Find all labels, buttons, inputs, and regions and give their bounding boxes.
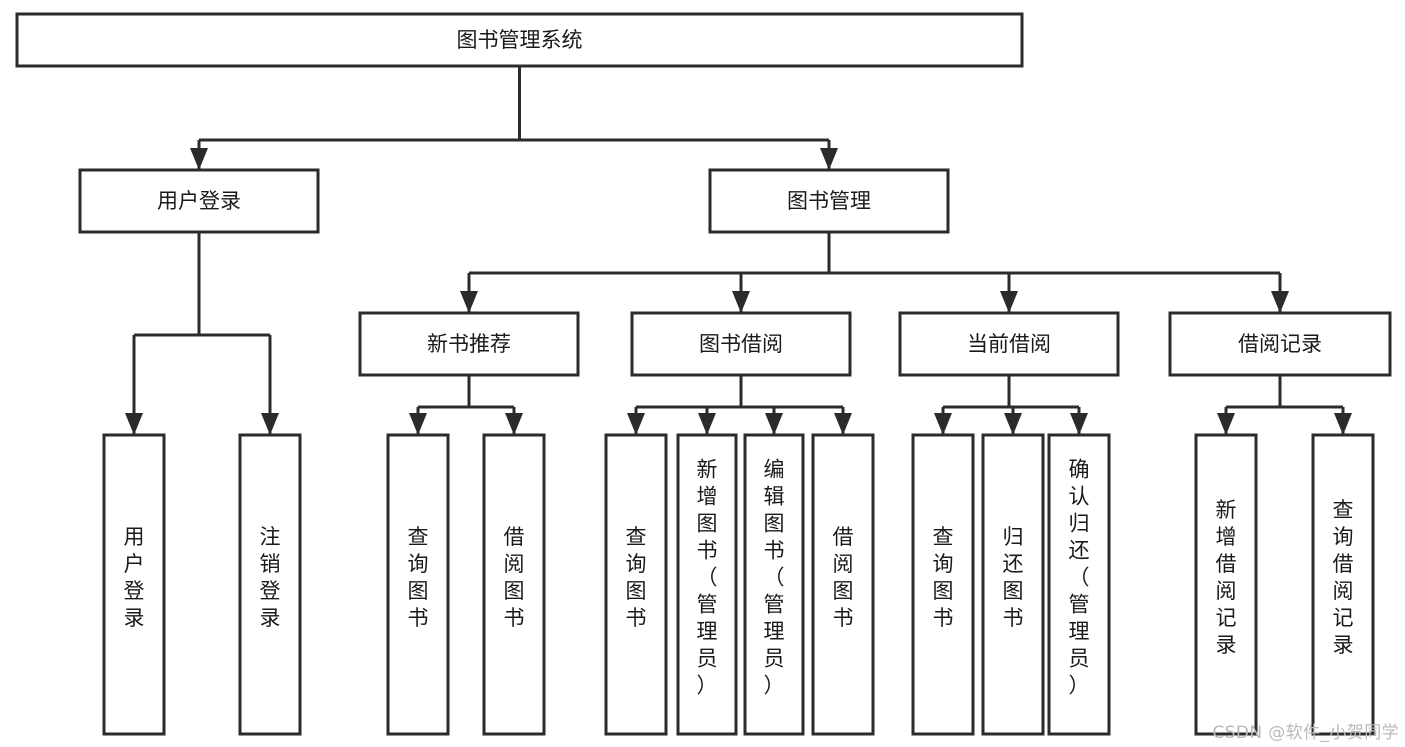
node-label-leaf-add-borrow-record: 新增借阅记录 [1216, 498, 1237, 657]
node-box-book-manage [708, 168, 950, 234]
watermark-text: CSDN @软件_小贺同学 [1212, 723, 1399, 743]
node-box-new-book-rec [358, 311, 580, 377]
node-leaf-query-book-rec[interactable]: 查询图书 [386, 433, 450, 736]
arrow-head-icon-book-manage [820, 148, 838, 170]
arrow-head-icon-leaf-return-book [1004, 413, 1022, 435]
node-leaf-borrow-book-rec[interactable]: 借阅图书 [482, 433, 546, 736]
node-box-leaf-add-borrow-record [1194, 433, 1258, 736]
node-label-root: 图书管理系统 [457, 28, 583, 52]
arrow-head-icon-leaf-add-borrow-record [1217, 413, 1235, 435]
arrow-head-icon-leaf-add-book-admin [698, 413, 716, 435]
node-label-leaf-query-borrow-record: 查询借阅记录 [1333, 498, 1354, 657]
node-borrow-record[interactable]: 借阅记录 [1168, 311, 1392, 377]
node-box-book-borrow [630, 311, 852, 377]
node-box-leaf-user-logout [238, 433, 302, 736]
node-label-leaf-borrow-book: 借阅图书 [833, 525, 854, 630]
node-box-user-login [78, 168, 320, 234]
node-label-leaf-borrow-book-rec: 借阅图书 [504, 525, 525, 630]
arrow-head-icon-leaf-borrow-book [834, 413, 852, 435]
node-box-leaf-query-borrow-record [1311, 433, 1375, 736]
arrow-head-icon-user-login [190, 148, 208, 170]
node-leaf-add-borrow-record[interactable]: 新增借阅记录 [1194, 433, 1258, 736]
node-label-leaf-edit-book-admin: 编辑图书（管理员） [764, 458, 785, 698]
node-leaf-query-book-borrow[interactable]: 查询图书 [604, 433, 668, 736]
node-box-leaf-borrow-book-rec [482, 433, 546, 736]
node-box-leaf-query-book-current [911, 433, 975, 736]
node-label-borrow-record: 借阅记录 [1238, 332, 1322, 356]
arrow-head-icon-current-borrow [1000, 291, 1018, 313]
node-leaf-confirm-return-admin[interactable]: 确认归还（管理员） [1047, 433, 1111, 736]
node-label-leaf-query-book-rec: 查询图书 [408, 525, 429, 630]
arrow-head-icon-leaf-query-book-rec [409, 413, 427, 435]
node-leaf-borrow-book[interactable]: 借阅图书 [811, 433, 875, 736]
node-leaf-add-book-admin[interactable]: 新增图书（管理员） [676, 433, 738, 736]
node-label-leaf-query-book-borrow: 查询图书 [626, 525, 647, 630]
node-label-new-book-rec: 新书推荐 [427, 332, 511, 356]
node-label-leaf-return-book: 归还图书 [1003, 525, 1024, 630]
node-label-leaf-query-book-current: 查询图书 [933, 525, 954, 630]
node-leaf-user-logout[interactable]: 注销登录 [238, 433, 302, 736]
node-label-book-borrow: 图书借阅 [699, 332, 783, 356]
arrow-head-icon-new-book-rec [460, 291, 478, 313]
node-leaf-return-book[interactable]: 归还图书 [981, 433, 1045, 736]
node-label-leaf-user-logout: 注销登录 [260, 525, 281, 630]
node-label-leaf-confirm-return-admin: 确认归还（管理员） [1069, 458, 1090, 698]
node-current-borrow[interactable]: 当前借阅 [898, 311, 1120, 377]
node-box-leaf-query-book-borrow [604, 433, 668, 736]
node-box-leaf-user-login [102, 433, 166, 736]
node-leaf-user-login[interactable]: 用户登录 [102, 433, 166, 736]
node-box-root [15, 12, 1024, 68]
node-box-current-borrow [898, 311, 1120, 377]
arrow-head-icon-leaf-user-login [125, 413, 143, 435]
node-label-leaf-add-book-admin: 新增图书（管理员） [697, 458, 718, 698]
node-label-leaf-user-login: 用户登录 [124, 525, 145, 630]
node-box-leaf-query-book-rec [386, 433, 450, 736]
node-label-book-manage: 图书管理 [787, 189, 871, 213]
node-book-borrow[interactable]: 图书借阅 [630, 311, 852, 377]
node-book-manage[interactable]: 图书管理 [708, 168, 950, 234]
arrow-head-icon-leaf-query-book-borrow [627, 413, 645, 435]
node-box-leaf-edit-book-admin [743, 433, 805, 736]
arrow-head-icon-borrow-record [1271, 291, 1289, 313]
connectors-layer [125, 66, 1352, 435]
nodes-layer: 图书管理系统用户登录图书管理新书推荐图书借阅当前借阅借阅记录用户登录注销登录查询… [15, 12, 1392, 736]
arrow-head-icon-leaf-confirm-return-admin [1070, 413, 1088, 435]
node-box-leaf-borrow-book [811, 433, 875, 736]
node-new-book-rec[interactable]: 新书推荐 [358, 311, 580, 377]
node-label-current-borrow: 当前借阅 [967, 332, 1051, 356]
arrow-head-icon-book-borrow [732, 291, 750, 313]
node-root[interactable]: 图书管理系统 [15, 12, 1024, 68]
node-box-borrow-record [1168, 311, 1392, 377]
node-leaf-edit-book-admin[interactable]: 编辑图书（管理员） [743, 433, 805, 736]
node-box-leaf-add-book-admin [676, 433, 738, 736]
node-label-user-login: 用户登录 [157, 189, 241, 213]
arrow-head-icon-leaf-user-logout [261, 413, 279, 435]
arrow-head-icon-leaf-edit-book-admin [765, 413, 783, 435]
arrow-head-icon-leaf-query-book-current [934, 413, 952, 435]
arrow-head-icon-leaf-query-borrow-record [1334, 413, 1352, 435]
node-box-leaf-return-book [981, 433, 1045, 736]
node-user-login[interactable]: 用户登录 [78, 168, 320, 234]
node-box-leaf-confirm-return-admin [1047, 433, 1111, 736]
node-leaf-query-borrow-record[interactable]: 查询借阅记录 [1311, 433, 1375, 736]
arrow-head-icon-leaf-borrow-book-rec [505, 413, 523, 435]
node-leaf-query-book-current[interactable]: 查询图书 [911, 433, 975, 736]
